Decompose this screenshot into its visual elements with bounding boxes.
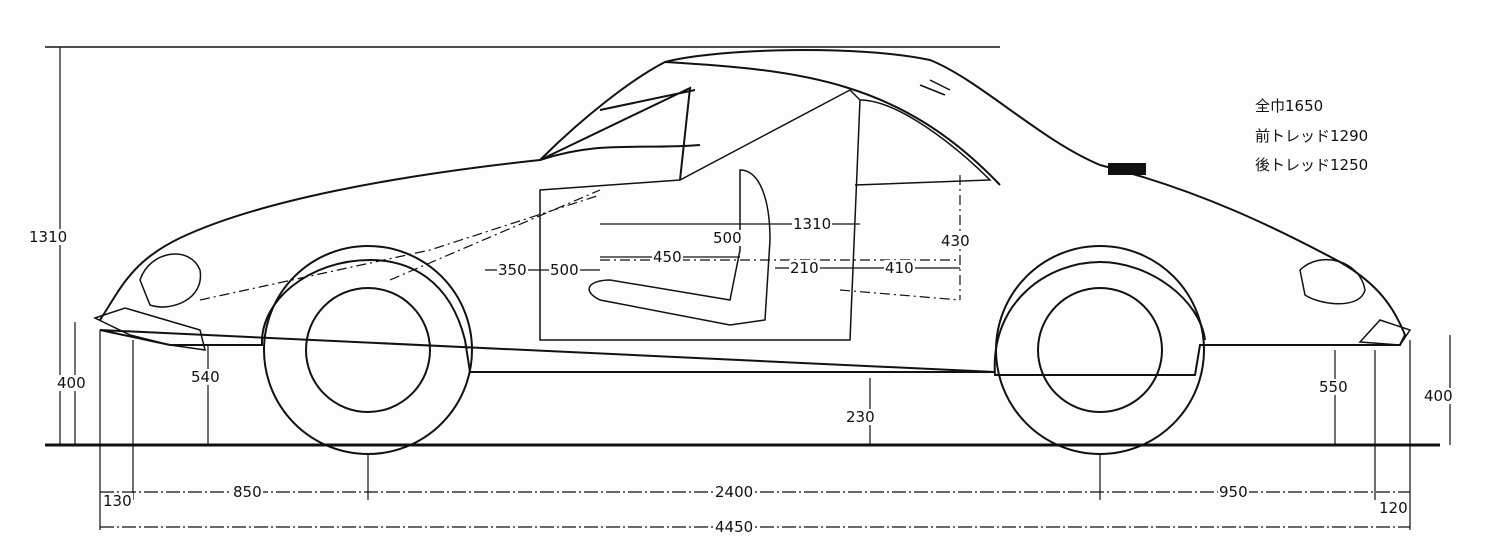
dim-front-bumper-height: 400 (56, 374, 87, 392)
dim-seat-gap: 210 (789, 259, 820, 277)
dim-wheelbase: 2400 (714, 483, 755, 501)
horizontal-dimensions (100, 223, 1410, 528)
dim-rear-bumper: 120 (1378, 499, 1409, 517)
rear-pillar (919, 79, 951, 96)
dim-front-seat-depth: 450 (652, 248, 683, 266)
body-outline (99, 49, 1407, 376)
dim-pedal-to-seat: 350 (497, 261, 528, 279)
dim-interior-height: 1310 (792, 215, 833, 233)
side-window (854, 99, 992, 186)
dim-rear-headroom: 430 (940, 232, 971, 250)
rear-bumper (1358, 319, 1412, 346)
dim-front-bumper-overhang: 130 (102, 492, 133, 510)
dim-rear-arch-height: 550 (1318, 378, 1349, 396)
spec-rear-tread: 後トレッド1250 (1255, 156, 1369, 174)
dim-seat-back: 500 (712, 229, 743, 247)
front-wheel-rim (305, 287, 431, 413)
seat (588, 169, 771, 326)
front-tire (263, 245, 473, 455)
dim-rear-overhang: 950 (1218, 483, 1249, 501)
spec-front-tread: 前トレッド1290 (1255, 127, 1369, 145)
rear-tire (995, 245, 1205, 455)
spec-overall-width: 全巾1650 (1255, 97, 1324, 115)
windshield (539, 86, 696, 181)
dim-rear-legroom: 410 (884, 259, 915, 277)
headlight (139, 253, 202, 308)
rear-vent (1108, 163, 1146, 175)
dim-ground-clearance: 230 (845, 408, 876, 426)
taillight (1299, 259, 1366, 305)
vertical-dimensions (59, 47, 1451, 530)
roof-line (539, 61, 1001, 186)
dim-pedal-offset: 500 (549, 261, 580, 279)
dim-rear-bumper-height: 400 (1423, 387, 1454, 405)
rear-wheel-rim (1037, 287, 1163, 413)
dim-front-arch-height: 540 (190, 368, 221, 386)
dim-overall-length: 4450 (714, 518, 755, 536)
interior-dashed (199, 175, 961, 301)
dim-overall-height: 1310 (28, 228, 69, 246)
dim-front-overhang: 850 (232, 483, 263, 501)
front-bumper (93, 307, 206, 351)
